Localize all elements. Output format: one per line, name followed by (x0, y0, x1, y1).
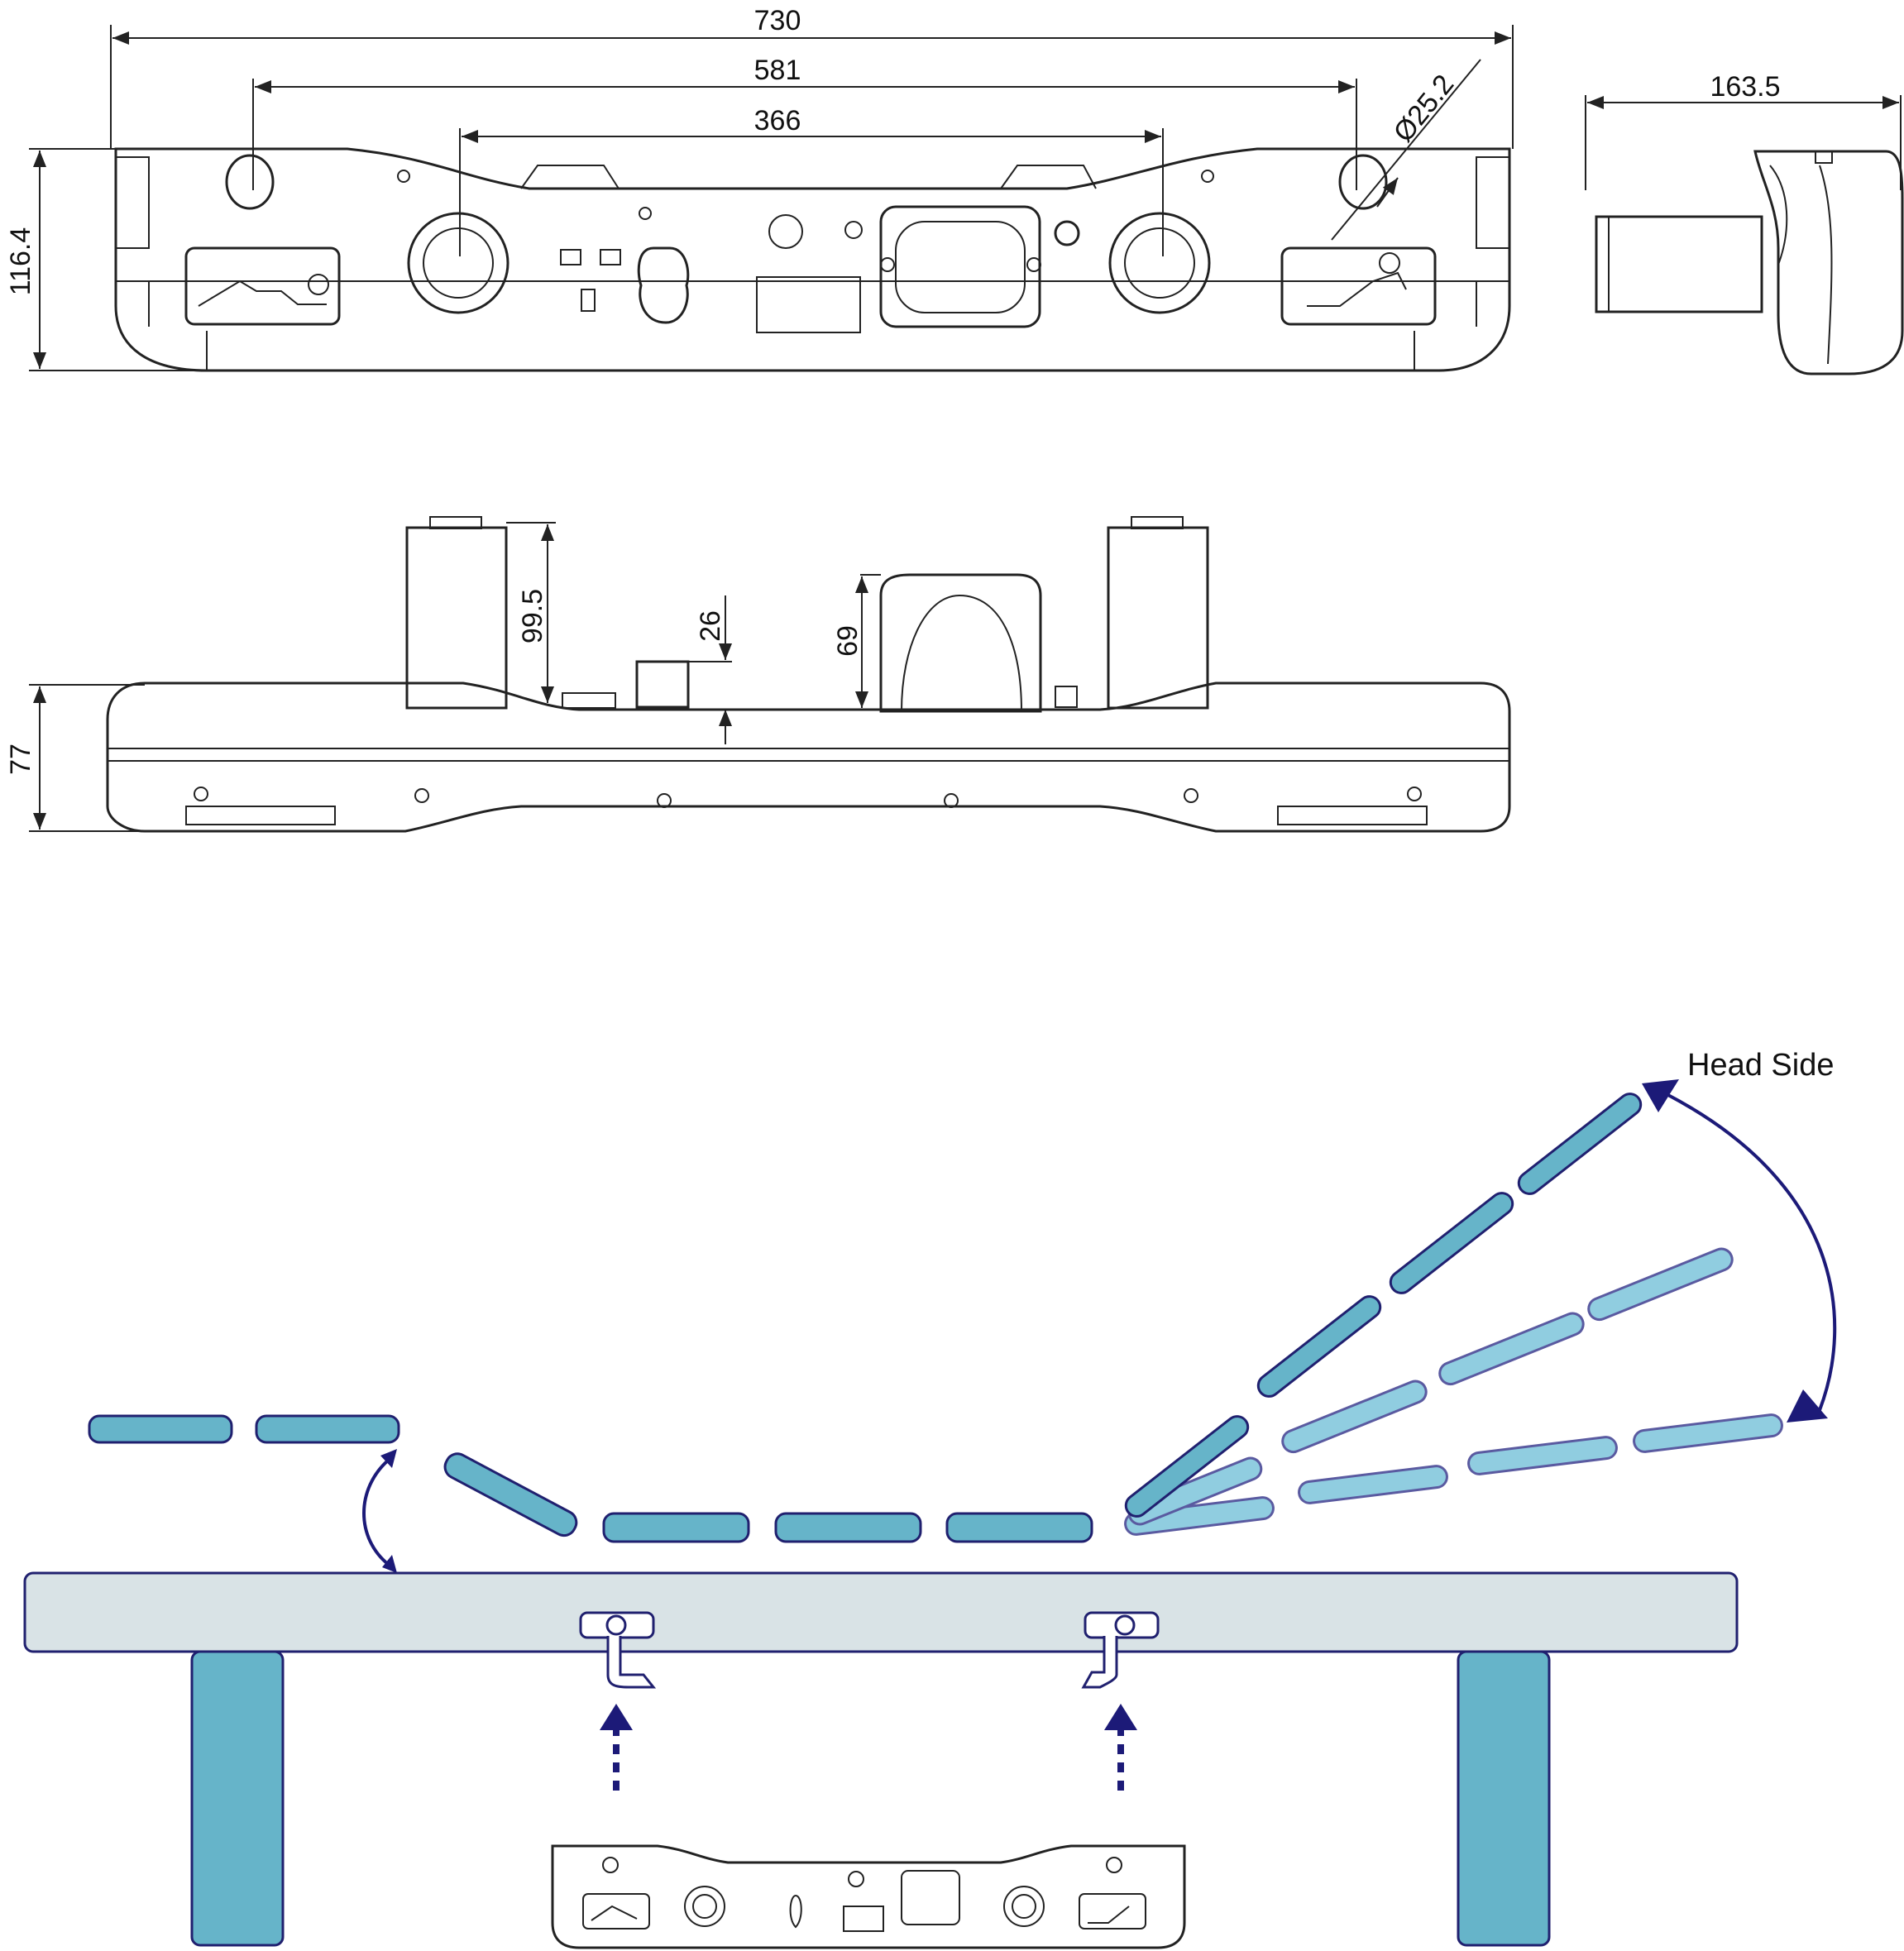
motor-cylinder-left (405, 526, 508, 710)
dim-99-label: 99.5 (517, 589, 548, 643)
foot-slats (88, 1414, 400, 1444)
dim-116-label: 116.4 (5, 227, 36, 296)
label-plate (756, 276, 861, 333)
bed-leg-left (190, 1650, 285, 1947)
dimension-99: 99.5 (506, 522, 556, 703)
mount-hook-right (1081, 1611, 1160, 1689)
install-arrow-left (600, 1704, 633, 1791)
dimension-581: 581 (252, 55, 1357, 190)
dimension-730: 730 (110, 5, 1514, 149)
head-slats-light (1124, 1247, 1783, 1536)
mount-hole-right (1338, 154, 1388, 210)
dim-163-label: 163.5 (1710, 71, 1780, 103)
dimension-26: 26 (688, 595, 732, 744)
dimension-366: 366 (459, 105, 1164, 256)
mount-hook-left (579, 1611, 657, 1689)
arc-arrowhead-bottom (1787, 1389, 1828, 1423)
foot-angle-arc (362, 1458, 390, 1566)
dimension-116: 116.4 (5, 148, 207, 371)
dim-730-label: 730 (754, 5, 801, 36)
small-motor-unit (551, 1844, 1186, 1949)
bed-frame (23, 1571, 1739, 1653)
motor-port-right (1108, 212, 1211, 314)
power-socket (637, 246, 690, 324)
bed-illustration: Head Side (23, 1048, 1837, 1949)
side-motor (1595, 215, 1763, 313)
dimension-69: 69 (832, 574, 881, 708)
dim-581-label: 581 (754, 55, 801, 86)
head-angle-arc (1658, 1088, 1837, 1411)
din-connector (768, 214, 803, 249)
front-body-outline (114, 147, 1511, 372)
elevation-base (106, 681, 1511, 833)
front-view: 730 581 366 Ø25.2 116.4 (5, 5, 1514, 372)
bed-leg-right (1457, 1650, 1551, 1947)
motor-port-left (407, 212, 509, 314)
head-side-label: Head Side (1687, 1048, 1834, 1083)
side-housing (1753, 150, 1904, 375)
mount-hole-left (225, 154, 275, 210)
elevation-housing (879, 573, 1042, 713)
dim-77-label: 77 (5, 744, 36, 775)
seat-person-icon (1307, 271, 1407, 307)
dim-69-label: 69 (832, 625, 863, 657)
left-control-panel (184, 246, 341, 326)
install-arrow-right (1104, 1704, 1137, 1791)
dim-26-label: 26 (695, 610, 726, 642)
elevation-view: 99.5 26 69 77 (5, 516, 1511, 833)
head-slats-dark (1124, 1093, 1643, 1518)
dim-366-label: 366 (754, 105, 801, 136)
side-view: 163.5 (1585, 71, 1904, 375)
central-housing (879, 205, 1041, 328)
center-slats (443, 1452, 1093, 1543)
dim-diameter-label: Ø25.2 (1388, 69, 1461, 148)
motor-cylinder-right (1107, 526, 1209, 710)
dimension-77: 77 (5, 684, 145, 832)
arc-arrowhead-top (1642, 1079, 1679, 1112)
control-knob (635, 660, 690, 709)
recline-person-icon (198, 280, 327, 307)
right-control-panel (1280, 246, 1437, 326)
